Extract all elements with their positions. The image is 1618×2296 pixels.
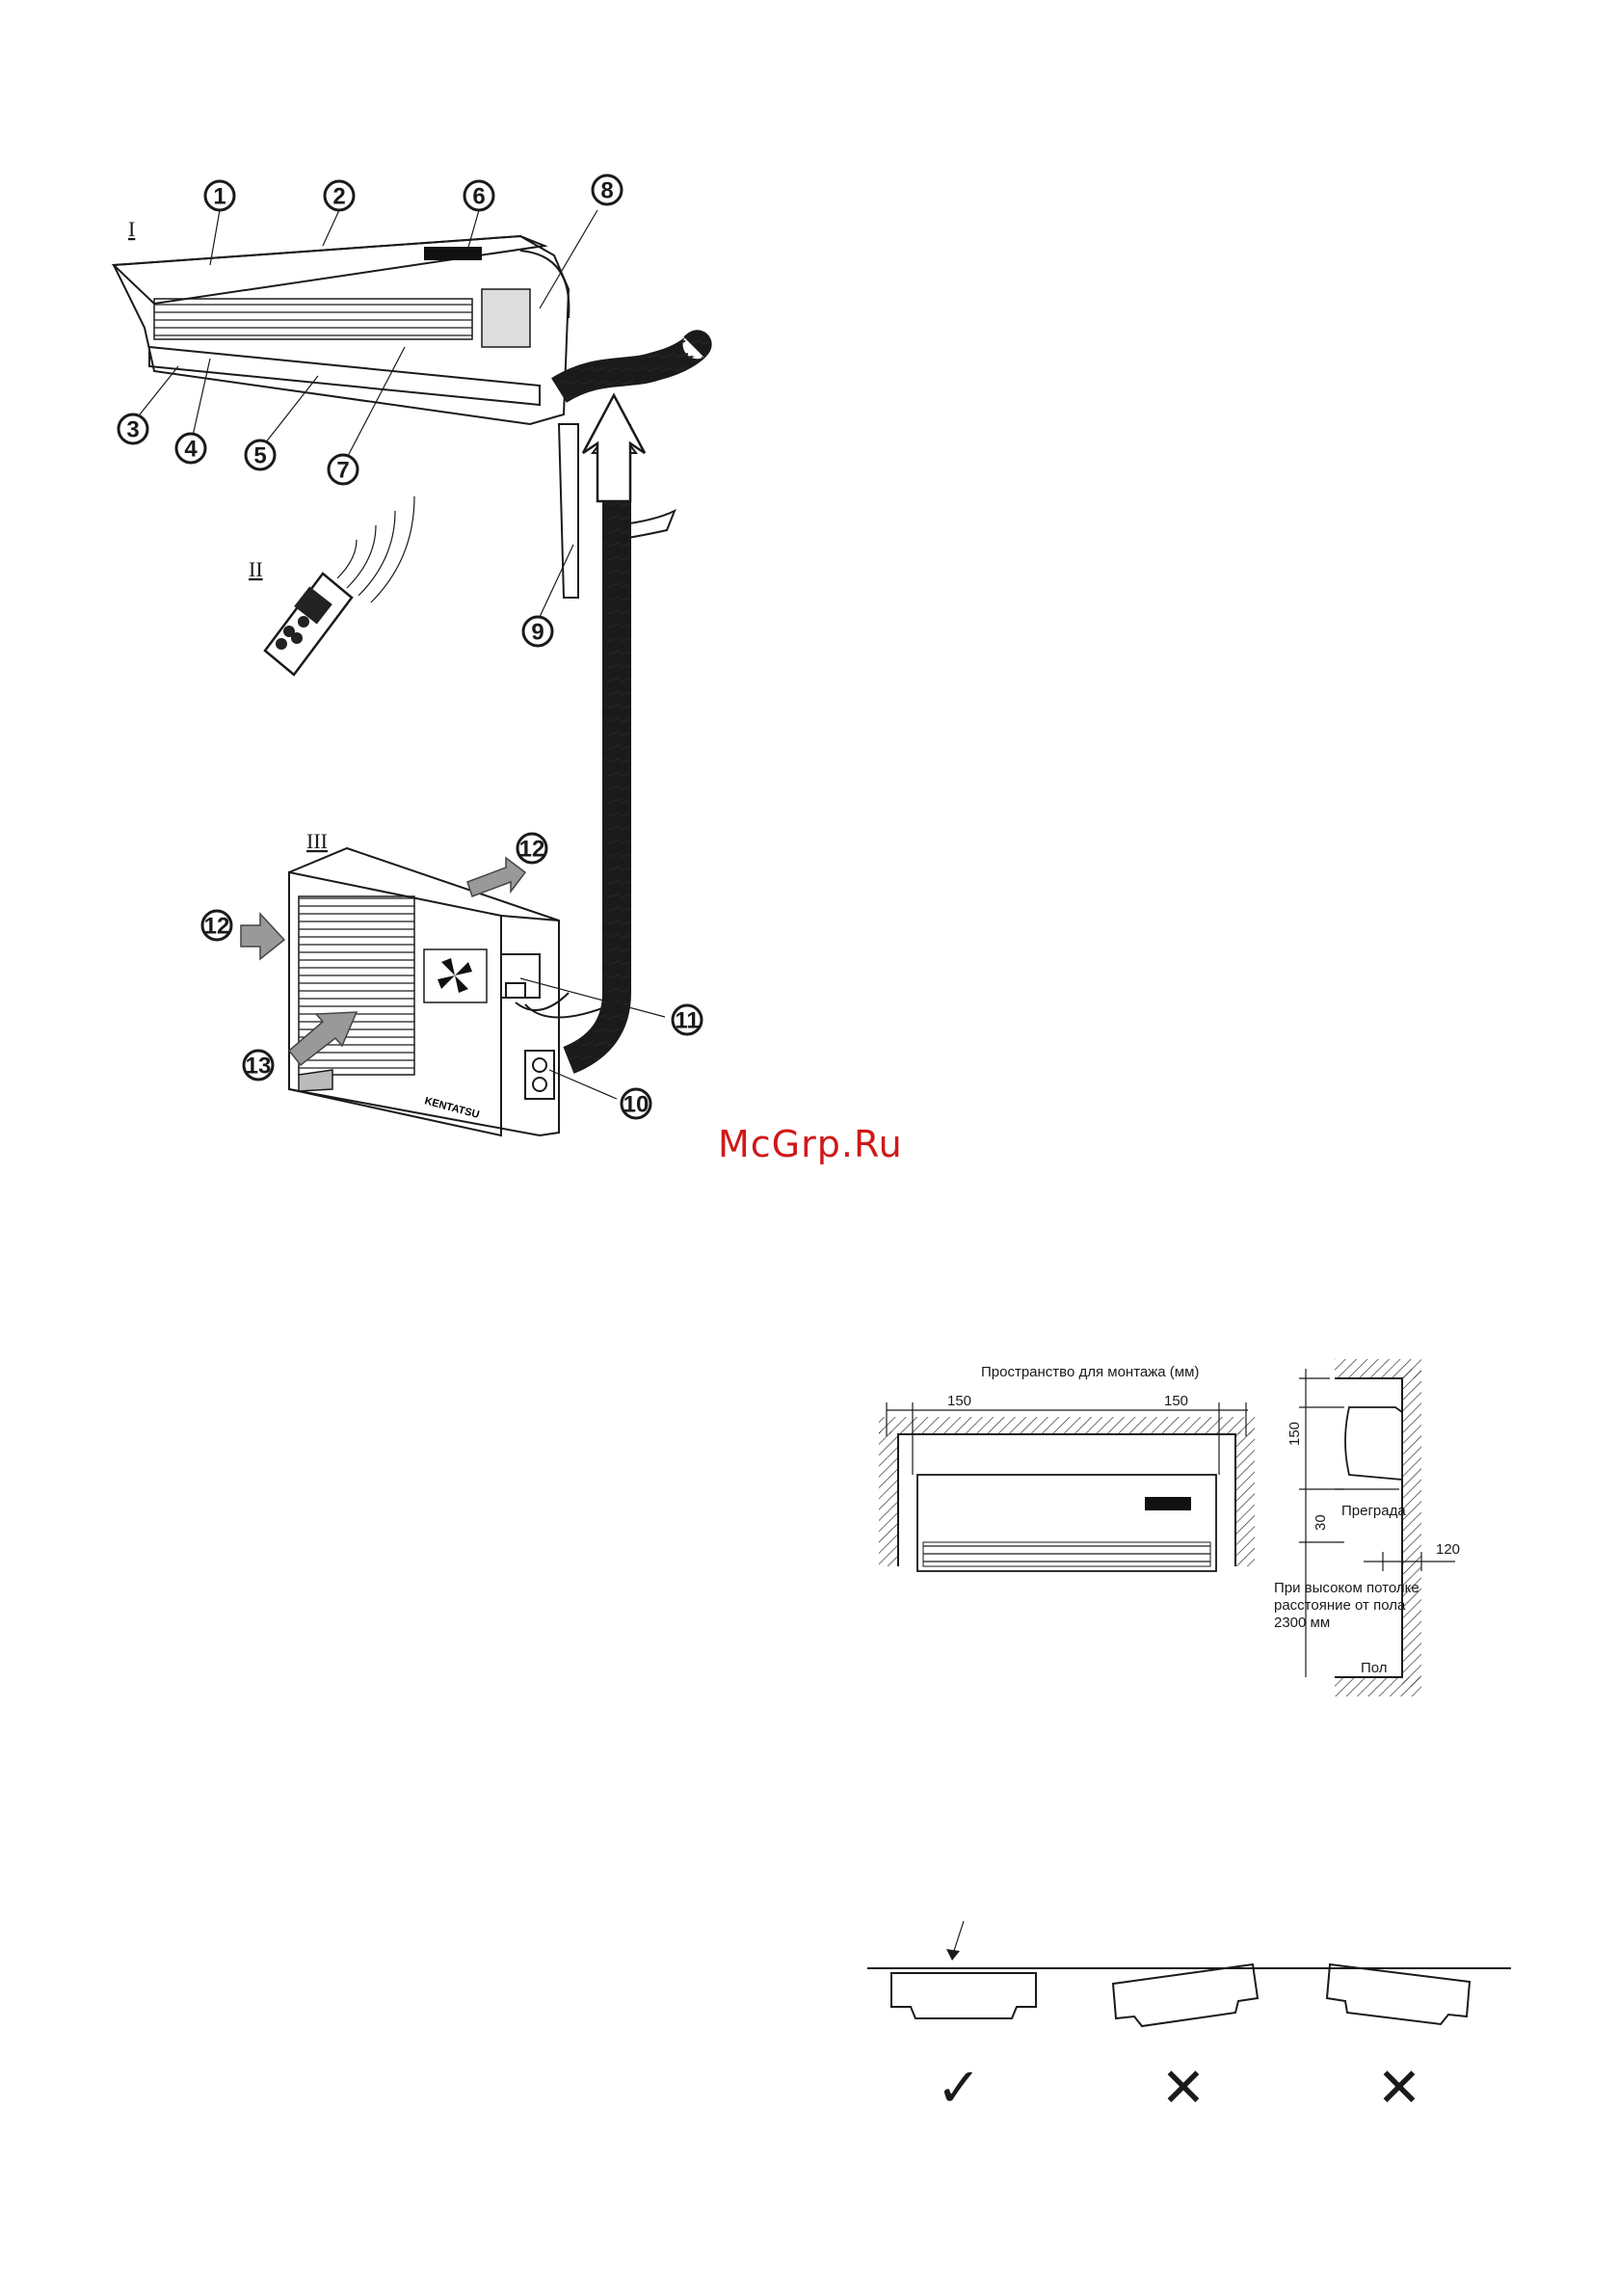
clearance-obstacle-gap: 30 [1313,1514,1329,1531]
callout-1: 1 [205,181,234,210]
svg-text:5: 5 [253,443,266,469]
level-diagram: ✓ ✕ ✕ [867,1921,1511,2120]
callout-3: 3 [119,414,147,443]
callout-2: 2 [325,181,354,210]
clearance-title: Пространство для монтажа (мм) [981,1364,1199,1380]
label-unit-III: III [306,829,328,853]
callout-13: 13 [244,1051,273,1080]
svg-text:9: 9 [531,620,544,646]
callout-12b: 12 [202,911,231,940]
watermark: McGrp.Ru [718,1123,903,1165]
floor-note-2: расстояние от пола [1274,1597,1406,1614]
level-mark-wrong-1: ✕ [1161,2057,1207,2120]
callout-4: 4 [176,434,205,463]
clearance-wall-gap: 120 [1436,1541,1460,1558]
floor-label: Пол [1361,1660,1388,1676]
svg-text:10: 10 [623,1092,650,1118]
svg-text:6: 6 [472,184,485,210]
svg-text:3: 3 [126,417,139,443]
floor-note-1: При высоком потолке [1274,1580,1419,1596]
svg-text:12: 12 [519,837,545,863]
clearance-front-view: Пространство для монтажа (мм) 150 150 [879,1364,1255,1571]
callout-11: 11 [673,1005,702,1034]
label-unit-I: I [128,217,135,241]
svg-text:2: 2 [332,184,345,210]
floor-note-3: 2300 мм [1274,1615,1330,1631]
level-mark-wrong-2: ✕ [1377,2057,1422,2120]
callout-8: 8 [593,175,622,204]
callout-5: 5 [246,441,275,469]
svg-text:8: 8 [600,178,613,204]
callout-10: 10 [622,1089,650,1118]
label-unit-II: II [249,557,263,581]
clearance-top-value: 150 [1286,1422,1303,1446]
indoor-unit [114,236,569,424]
svg-text:12: 12 [204,914,230,940]
level-mark-correct: ✓ [937,2057,982,2120]
svg-text:1: 1 [213,184,225,210]
svg-text:7: 7 [336,458,349,484]
svg-text:13: 13 [246,1054,272,1080]
outdoor-brand: KENTATSU [423,1095,480,1121]
svg-text:4: 4 [184,437,198,463]
clearance-left-value: 150 [947,1393,971,1409]
callout-7: 7 [329,455,358,484]
svg-text:11: 11 [675,1008,699,1034]
callout-12a: 12 [517,834,546,863]
outdoor-unit: KENTATSU [289,848,617,1135]
callout-6: 6 [464,181,493,210]
clearance-right-value: 150 [1164,1393,1188,1409]
callout-9: 9 [523,617,552,646]
clearance-side-view: 150 30 Преграда 120 При высоком потолке … [1274,1359,1460,1696]
obstacle-label: Преграда [1341,1503,1406,1519]
remote-control [265,496,414,675]
refrigerant-pipes [516,344,698,1060]
